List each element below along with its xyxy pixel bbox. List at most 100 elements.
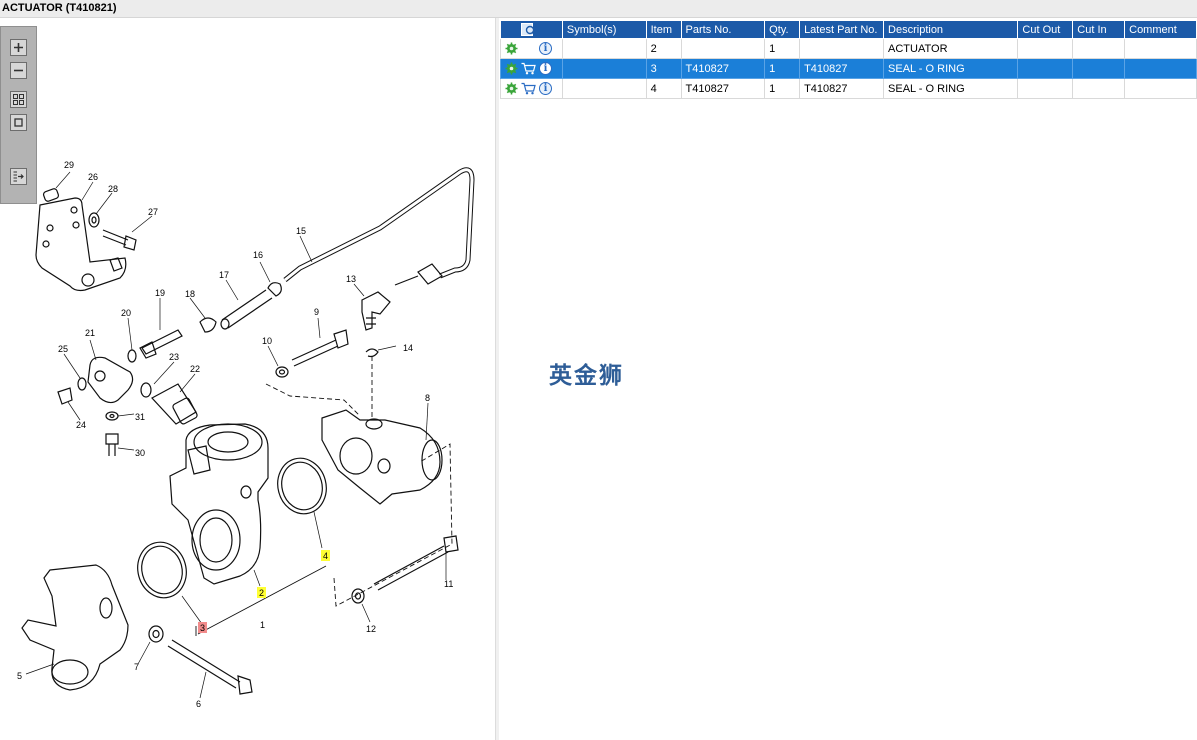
callout-label: 17 — [219, 270, 229, 280]
callout-label: 18 — [185, 289, 195, 299]
parts-no-cell: T410827 — [680, 78, 766, 99]
qty-cell: 1 — [764, 58, 801, 79]
callout-label: 26 — [88, 172, 98, 182]
column-header[interactable]: Parts No. — [680, 20, 766, 39]
item-cell: 2 — [645, 38, 682, 59]
column-header[interactable]: Cut In — [1072, 20, 1126, 39]
callout-label: 9 — [314, 307, 319, 317]
square-icon — [14, 118, 23, 127]
callout-label: 24 — [76, 420, 86, 430]
column-header[interactable]: Latest Part No. — [799, 20, 885, 39]
callout-label: 7 — [134, 662, 139, 672]
callout-label: 1 — [260, 620, 265, 630]
zoom-out-button[interactable] — [10, 62, 27, 79]
cart-icon[interactable] — [521, 62, 536, 75]
callout-label: 16 — [253, 250, 263, 260]
cut-out-cell — [1017, 78, 1074, 99]
parts-table: Symbol(s) Item Parts No. Qty. Latest Par… — [500, 20, 1197, 99]
column-header[interactable]: Qty. — [764, 20, 801, 39]
column-header[interactable]: Item — [645, 20, 682, 39]
table-header-row: Symbol(s) Item Parts No. Qty. Latest Par… — [500, 20, 1197, 39]
description-cell: SEAL - O RING — [883, 78, 1019, 99]
latest-part-cell — [799, 38, 885, 59]
column-header[interactable]: Comment — [1124, 20, 1197, 39]
description-cell: ACTUATOR — [883, 38, 1019, 59]
item-cell: 4 — [645, 78, 682, 99]
pane-splitter[interactable] — [495, 18, 499, 740]
callout-label: 8 — [425, 393, 430, 403]
item-cell: 3 — [645, 58, 682, 79]
cart-icon[interactable] — [521, 82, 536, 95]
highlight-box — [257, 587, 266, 598]
callout-label-highlighted: 3 — [200, 623, 205, 633]
description-cell: SEAL - O RING — [883, 58, 1019, 79]
callout-label: 27 — [148, 207, 158, 217]
gear-icon[interactable] — [505, 82, 518, 95]
callout-label: 6 — [196, 699, 201, 709]
comment-cell — [1124, 38, 1197, 59]
callout-label: 10 — [262, 336, 272, 346]
info-icon[interactable]: i — [539, 82, 552, 95]
search-icon — [521, 22, 537, 37]
callout-label: 14 — [403, 343, 413, 353]
fit-grid-icon — [13, 94, 24, 105]
info-icon[interactable]: i — [539, 42, 552, 55]
qty-cell: 1 — [764, 78, 801, 99]
plus-icon — [14, 43, 23, 52]
latest-part-cell: T410827 — [799, 78, 885, 99]
panel-arrow-icon — [13, 171, 24, 182]
symbols-cell — [561, 78, 647, 99]
cut-in-cell — [1072, 58, 1126, 79]
window-title-bar: ACTUATOR (T410821) — [0, 0, 1197, 18]
callout-label: 22 — [190, 364, 200, 374]
callout-label-highlighted: 2 — [259, 588, 264, 598]
actual-size-button[interactable] — [10, 114, 27, 131]
parts-no-cell: T410827 — [680, 58, 766, 79]
callout-label: 25 — [58, 344, 68, 354]
qty-cell: 1 — [764, 38, 801, 59]
row-icons-cell: i — [500, 58, 563, 79]
comment-cell — [1124, 58, 1197, 79]
cut-in-cell — [1072, 38, 1126, 59]
watermark-text: 英金狮 — [549, 363, 624, 389]
zoom-in-button[interactable] — [10, 39, 27, 56]
callout-label: 21 — [85, 328, 95, 338]
column-header[interactable]: Cut Out — [1017, 20, 1074, 39]
latest-part-cell: T410827 — [799, 58, 885, 79]
callout-label: 5 — [17, 671, 22, 681]
parts-list-pane: Symbol(s) Item Parts No. Qty. Latest Par… — [499, 18, 1197, 740]
highlight-box — [321, 550, 330, 561]
cut-in-cell — [1072, 78, 1126, 99]
callout-label: 28 — [108, 184, 118, 194]
expand-panel-button[interactable] — [10, 168, 27, 185]
cut-out-cell — [1017, 38, 1074, 59]
diagram-toolbar — [0, 26, 37, 204]
fit-to-window-button[interactable] — [10, 91, 27, 108]
table-row-selected[interactable]: i 3 T410827 1 T410827 SEAL - O RING — [500, 58, 1197, 79]
symbols-cell — [561, 58, 647, 79]
column-header[interactable]: Description — [883, 20, 1019, 39]
parts-no-cell — [680, 38, 766, 59]
callout-label: 30 — [135, 448, 145, 458]
callout-label: 15 — [296, 226, 306, 236]
gear-icon[interactable] — [505, 62, 518, 75]
find-column-header[interactable] — [500, 20, 563, 39]
symbols-cell — [561, 38, 647, 59]
column-header[interactable]: Symbol(s) — [561, 20, 647, 39]
info-icon[interactable]: i — [539, 62, 552, 75]
window-title: ACTUATOR (T410821) — [2, 2, 117, 14]
callout-label: 31 — [135, 412, 145, 422]
bracket-part — [35, 197, 127, 292]
callout-label: 11 — [444, 579, 453, 589]
table-row[interactable]: i 4 T410827 1 T410827 SEAL - O RING — [500, 78, 1197, 99]
callout-label: 19 — [155, 288, 165, 298]
table-row[interactable]: i 2 1 ACTUATOR — [500, 38, 1197, 59]
callout-label: 12 — [366, 624, 376, 634]
callout-label-highlighted: 4 — [323, 551, 328, 561]
exploded-parts-diagram: 29 26 28 27 15 16 17 18 13 19 20 21 9 10… — [17, 160, 475, 709]
highlight-box-selected — [198, 622, 207, 633]
callout-label: 13 — [346, 274, 356, 284]
gear-icon[interactable] — [505, 42, 518, 55]
callout-label: 23 — [169, 352, 179, 362]
diagram-pane[interactable]: 29 26 28 27 15 16 17 18 13 19 20 21 9 10… — [0, 18, 495, 740]
